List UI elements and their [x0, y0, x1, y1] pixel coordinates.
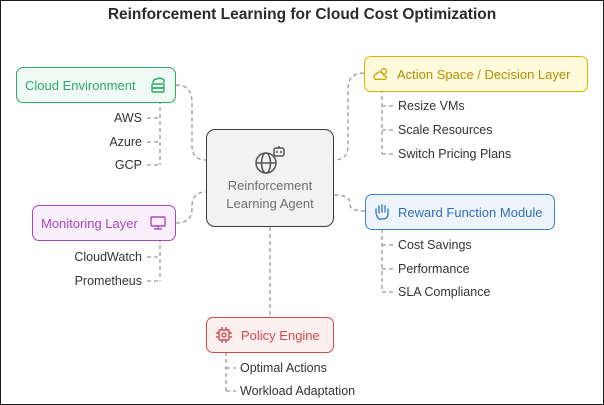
- hand-icon: [374, 203, 392, 221]
- rl-agent-node: Reinforcement Learning Agent: [206, 129, 334, 227]
- action-item-scale-resources: Scale Resources: [398, 123, 493, 137]
- cloud-environment-node: Cloud Environment: [16, 67, 176, 103]
- monitoring-layer-label: Monitoring Layer: [41, 215, 138, 231]
- policy-engine-label: Policy Engine: [241, 327, 320, 343]
- reward-function-node: Reward Function Module: [365, 194, 555, 230]
- reward-item-cost-savings: Cost Savings: [398, 238, 472, 252]
- cloud-environment-label: Cloud Environment: [25, 77, 136, 93]
- reward-function-label: Reward Function Module: [398, 204, 543, 220]
- reward-item-performance: Performance: [398, 262, 470, 276]
- monitoring-item-cloudwatch: CloudWatch: [74, 250, 142, 264]
- monitoring-layer-node: Monitoring Layer: [32, 205, 176, 241]
- monitoring-item-prometheus: Prometheus: [74, 274, 142, 288]
- policy-item-optimal-actions: Optimal Actions: [240, 361, 327, 375]
- diagram-title: Reinforcement Learning for Cloud Cost Op…: [107, 6, 497, 23]
- monitor-icon: [149, 214, 167, 232]
- policy-engine-node: Policy Engine: [206, 317, 334, 353]
- cloud-env-item-azure: Azure: [109, 135, 142, 149]
- reward-item-sla-compliance: SLA Compliance: [398, 285, 491, 299]
- globe-robot-icon: [207, 146, 333, 176]
- action-space-node: Action Space / Decision Layer: [364, 56, 588, 92]
- policy-item-workload-adaptation: Workload Adaptation: [240, 384, 356, 398]
- rl-agent-label-2: Learning Agent: [226, 196, 314, 211]
- cloud-sun-icon: [373, 65, 391, 83]
- action-item-switch-pricing-plans: Switch Pricing Plans: [398, 147, 512, 161]
- cloud-env-item-gcp: GCP: [114, 158, 142, 172]
- action-item-resize-vms: Resize VMs: [398, 99, 465, 113]
- chip-icon: [215, 326, 233, 344]
- action-space-label: Action Space / Decision Layer: [397, 66, 571, 82]
- cloud-env-item-aws: AWS: [113, 111, 142, 125]
- rl-agent-label-1: Reinforcement: [227, 178, 313, 193]
- server-cloud-icon: [149, 76, 167, 94]
